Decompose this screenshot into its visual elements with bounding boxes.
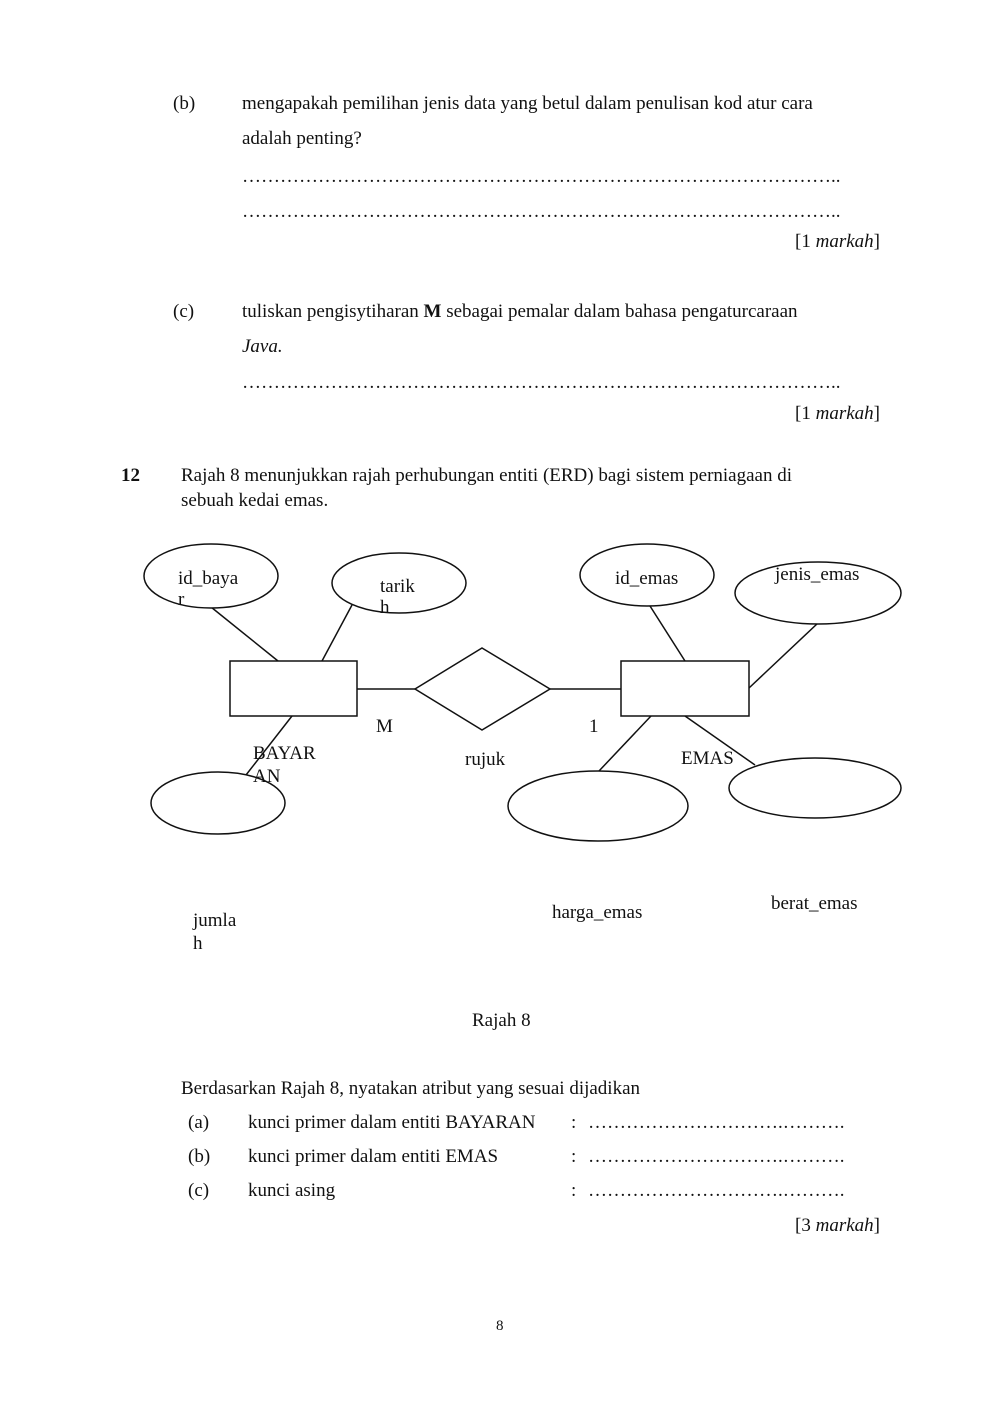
label-entity-emas: EMAS [681, 748, 734, 769]
q11b-marks: [1 markah] [795, 231, 880, 252]
q12-question: Berdasarkan Rajah 8, nyatakan atribut ya… [181, 1078, 641, 1099]
q12c-answer-line[interactable]: ………………………….………. [588, 1180, 845, 1201]
q11c-marks: [1 markah] [795, 403, 880, 424]
q11b-text-line1: mengapakah pemilihan jenis data yang bet… [242, 93, 813, 114]
attr-jenis-emas-ellipse [734, 561, 902, 625]
entity-bayaran-box [229, 660, 358, 717]
label-cardinality-1: 1 [589, 716, 599, 737]
label-id-bayar-1: id_baya [178, 568, 239, 589]
q12a-colon: : [571, 1112, 577, 1133]
erd-diagram: id_baya r tarik h id_emas jenis_emas M 1… [143, 543, 902, 954]
q11b-answer-line-2[interactable]: ………………………………………………………………………………….. [242, 201, 841, 222]
attr-tarikh-ellipse [331, 552, 467, 614]
q12b-answer-line[interactable]: ………………………….………. [588, 1146, 845, 1167]
label-id-emas: id_emas [615, 568, 678, 589]
line-idemas-emas [649, 605, 686, 662]
label-jenis-emas: jenis_emas [774, 564, 859, 585]
q11b-label: (b) [173, 93, 196, 114]
label-jumlah-2: h [193, 933, 203, 954]
line-hargaemas-emas [598, 715, 652, 772]
q12a-label: (a) [188, 1112, 210, 1133]
label-berat-emas: berat_emas [771, 893, 858, 914]
line-beratemas-emas [684, 715, 756, 766]
label-id-bayar-2: r [178, 589, 185, 610]
label-jumlah-1: jumla [192, 910, 237, 931]
line-idbayar-bayaran [205, 602, 279, 662]
q12-marks: [3 markah] [795, 1215, 880, 1236]
line-tarikh-bayaran [321, 604, 353, 662]
figure-caption: Rajah 8 [472, 1010, 531, 1031]
label-entity-bayaran-2: AN [253, 766, 281, 787]
attr-id-bayar-ellipse [143, 543, 279, 609]
label-relationship-rujuk: rujuk [465, 749, 506, 770]
q11c-text-line2: Java. [242, 336, 283, 357]
q12c-label: (c) [188, 1180, 210, 1201]
line-jenisemas-emas [748, 622, 819, 689]
attr-id-emas-ellipse [579, 543, 715, 607]
q11b-answer-line-1[interactable]: ………………………………………………………………………………….. [242, 166, 841, 187]
label-tarikh-2: h [380, 597, 390, 618]
q11c-answer-line[interactable]: ………………………………………………………………………………….. [242, 372, 841, 393]
label-entity-bayaran-1: BAYAR [253, 743, 316, 764]
q12a-answer-line[interactable]: ………………………….………. [588, 1112, 845, 1133]
q12-intro-line1: Rajah 8 menunjukkan rajah perhubungan en… [181, 465, 792, 486]
q12b-label: (b) [188, 1146, 211, 1167]
q11c-label: (c) [173, 301, 195, 322]
q12b-text: kunci primer dalam entiti EMAS [248, 1146, 499, 1167]
q12a-text: kunci primer dalam entiti BAYARAN [248, 1112, 536, 1133]
entity-emas-box [620, 660, 750, 717]
attr-harga-emas-ellipse [507, 770, 689, 842]
relationship-rujuk-diamond [413, 647, 552, 731]
label-tarikh-1: tarik [380, 576, 415, 597]
q12-number: 12 [121, 465, 140, 486]
attr-jumlah-ellipse [150, 771, 286, 835]
line-jumlah-bayaran [245, 715, 293, 776]
q11b-text-line2: adalah penting? [242, 128, 362, 149]
q12c-text: kunci asing [248, 1180, 336, 1201]
page-number: 8 [496, 1318, 504, 1334]
label-cardinality-m: M [376, 716, 393, 737]
label-harga-emas: harga_emas [552, 902, 642, 923]
q12b-colon: : [571, 1146, 577, 1167]
attr-berat-emas-ellipse [728, 757, 902, 819]
q11c-text-line1: tuliskan pengisytiharan M sebagai pemala… [242, 301, 798, 322]
q12c-colon: : [571, 1180, 577, 1201]
q12-intro-line2: sebuah kedai emas. [181, 490, 329, 511]
